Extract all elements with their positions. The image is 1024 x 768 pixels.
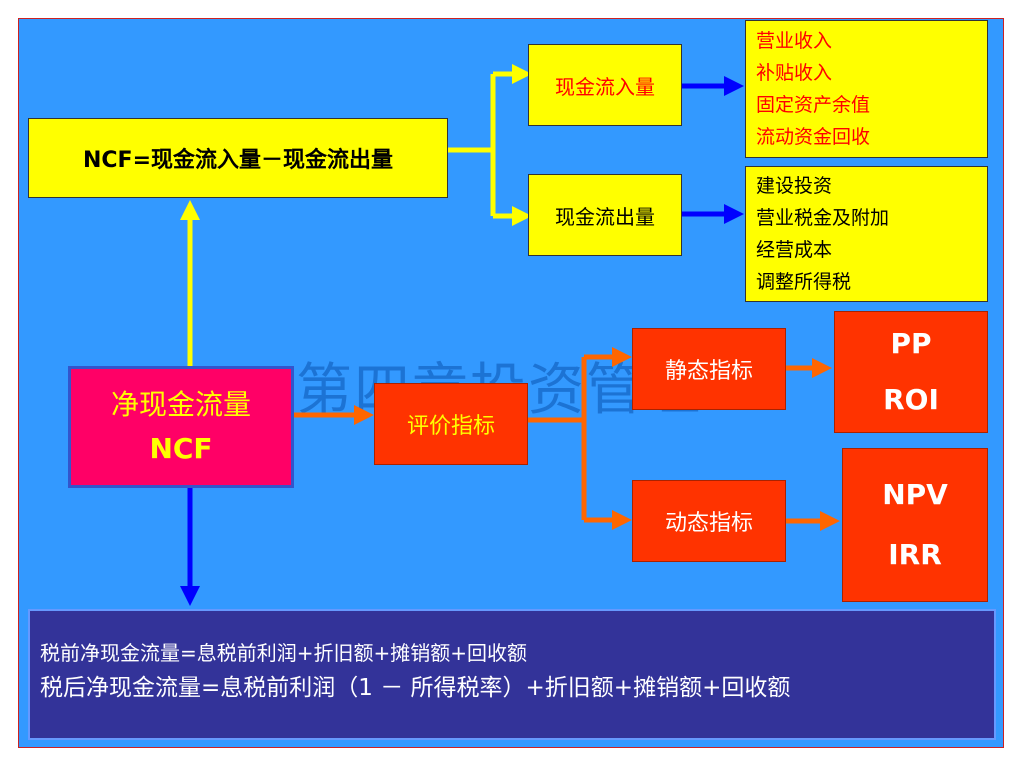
list-item: 固定资产余值 bbox=[756, 94, 871, 116]
cash-out-box: 现金流出量 bbox=[528, 174, 682, 256]
static-indicator-box: 静态指标 bbox=[632, 328, 786, 410]
metric-pp: PP bbox=[890, 327, 932, 360]
list-item: 建设投资 bbox=[756, 175, 833, 197]
cash-in-label: 现金流入量 bbox=[555, 74, 655, 99]
static-indicator-label: 静态指标 bbox=[664, 359, 753, 384]
evaluation-label: 评价指标 bbox=[406, 414, 495, 439]
aftertax-formula: 税后净现金流量=息税前利润（1 － 所得税率）+折旧额+摊销额+回收额 bbox=[40, 675, 791, 701]
ncf-formula-text: NCF=现金流入量－现金流出量 bbox=[82, 148, 394, 173]
formula-panel: 税前净现金流量=息税前利润+折旧额+摊销额+回收额 税后净现金流量=息税前利润（… bbox=[28, 609, 996, 740]
metric-roi: ROI bbox=[883, 383, 939, 416]
evaluation-box: 评价指标 bbox=[374, 383, 528, 465]
pretax-formula: 税前净现金流量=息税前利润+折旧额+摊销额+回收额 bbox=[40, 641, 528, 665]
list-item: 补贴收入 bbox=[756, 62, 833, 84]
yellow-connector bbox=[180, 64, 532, 366]
orange-arrows bbox=[294, 347, 840, 531]
list-item: 调整所得税 bbox=[756, 271, 852, 293]
metric-irr: IRR bbox=[888, 538, 942, 571]
static-metrics-box: PP ROI bbox=[834, 311, 988, 433]
ncf-box-title: 净现金流量 bbox=[110, 388, 251, 421]
metric-npv: NPV bbox=[882, 478, 948, 511]
list-item: 经营成本 bbox=[756, 239, 833, 261]
dynamic-indicator-box: 动态指标 bbox=[632, 480, 786, 562]
cash-out-items-box: 建设投资 营业税金及附加 经营成本 调整所得税 bbox=[745, 166, 988, 302]
dynamic-metrics-box: NPV IRR bbox=[842, 448, 988, 602]
list-item: 营业税金及附加 bbox=[756, 207, 890, 229]
list-item: 营业收入 bbox=[756, 30, 833, 52]
cash-out-label: 现金流出量 bbox=[555, 204, 655, 229]
ncf-box: 净现金流量 NCF bbox=[68, 366, 294, 488]
ncf-box-abbr: NCF bbox=[149, 432, 213, 465]
cash-in-box: 现金流入量 bbox=[528, 44, 682, 126]
dynamic-indicator-label: 动态指标 bbox=[664, 511, 753, 536]
list-item: 流动资金回收 bbox=[756, 126, 871, 148]
blue-arrows bbox=[180, 76, 744, 606]
cash-in-items-box: 营业收入 补贴收入 固定资产余值 流动资金回收 bbox=[745, 20, 988, 158]
ncf-formula-box: NCF=现金流入量－现金流出量 bbox=[28, 118, 448, 198]
